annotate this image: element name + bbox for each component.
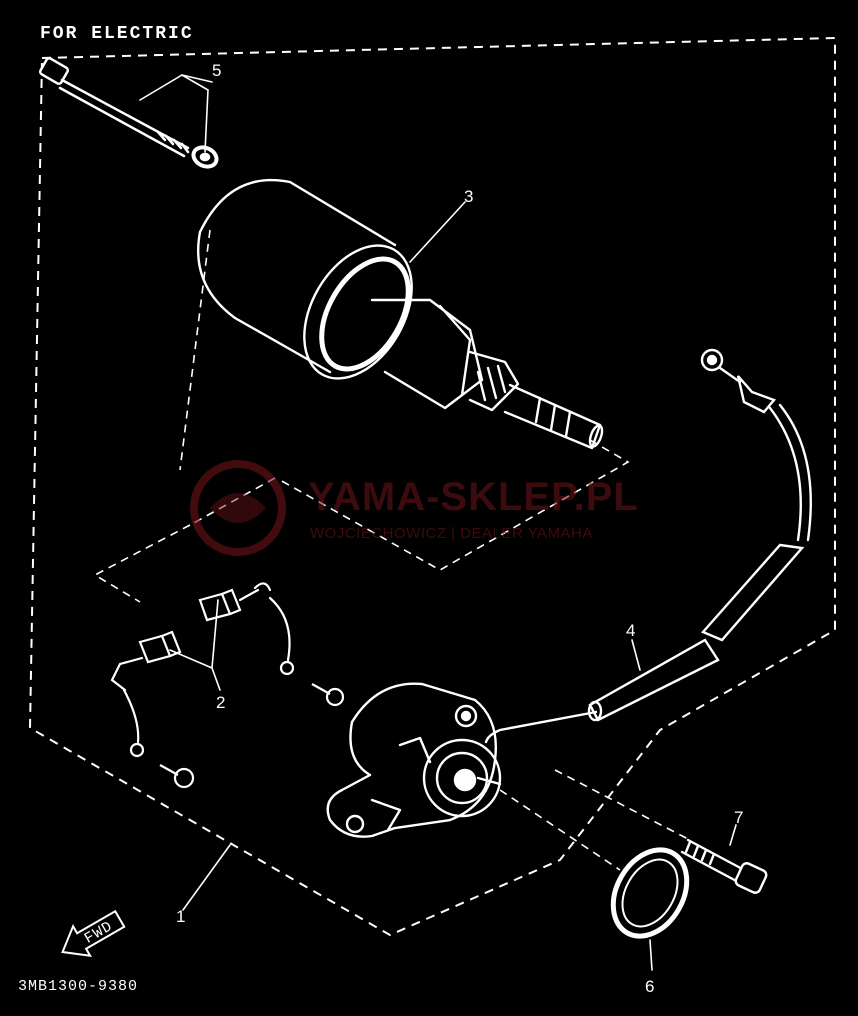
- callout-1: 1: [176, 907, 185, 926]
- part-6-o-ring: [610, 847, 690, 939]
- fwd-arrow-icon: FWD: [61, 909, 126, 957]
- watermark: YAMA-SKLEP.PL WOJCIECHOWICZ | DEALER YAM…: [190, 460, 639, 556]
- fwd-label: FWD: [82, 918, 116, 948]
- drawing-code: 3MB1300-9380: [18, 978, 138, 995]
- callout-leaders: [139, 74, 737, 971]
- callout-2: 2: [216, 693, 225, 712]
- watermark-logo-icon: [190, 460, 286, 556]
- callout-3: 3: [464, 187, 473, 206]
- part-5-bolt-and-washer: [38, 57, 219, 169]
- dashed-leader-lines: [93, 229, 691, 871]
- callout-7: 7: [734, 808, 743, 827]
- part-4-lead-wire: [484, 348, 812, 744]
- callout-5: 5: [212, 61, 221, 80]
- callout-4: 4: [626, 621, 635, 640]
- watermark-main-text: YAMA-SKLEP.PL: [308, 475, 639, 519]
- watermark-sub-text: WOJCIECHOWICZ | DEALER YAMAHA: [310, 525, 593, 542]
- callout-6: 6: [645, 977, 654, 996]
- part-1-end-cover: [326, 682, 502, 838]
- part-3-starter-motor: [196, 178, 604, 450]
- brush-screws: [159, 683, 345, 789]
- part-2-brush-set: [110, 582, 295, 758]
- assembly-boundary: [28, 36, 836, 937]
- part-7-bolt: [680, 838, 768, 894]
- diagram-title: FOR ELECTRIC: [40, 24, 194, 44]
